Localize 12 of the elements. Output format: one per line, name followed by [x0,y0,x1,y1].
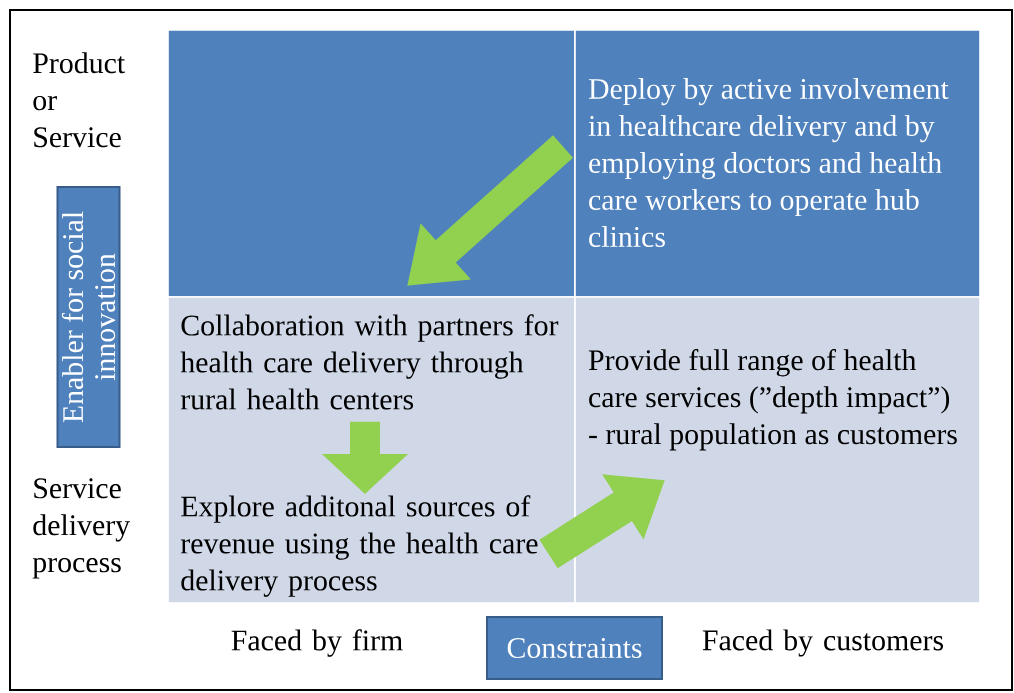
quadrant-cell [167,29,576,298]
axis-label: Faced by firm [231,629,403,657]
cell-text: Explore additonal sources of revenue using the health care delivery process [180,495,538,597]
quadrant-cell: Provide full range of health care services (”depth impact”) - rural population as customers [574,296,981,604]
axis-label: Faced by customers [702,629,943,657]
constraints-box: Constraints [486,616,663,680]
axis-label: Product or Service [33,52,125,148]
quadrant-cell [167,296,576,604]
axis-label: Service delivery process [32,478,130,579]
cell-text: Collaboration with partners for health care delivery through rural health centers [180,314,559,410]
quadrant-cell: Deploy by active involvement in healthcare delivery and by employing doctors and health care workers to operate hub clinics [574,29,981,298]
rotated-box: Enabler for social innovation [56,186,121,448]
